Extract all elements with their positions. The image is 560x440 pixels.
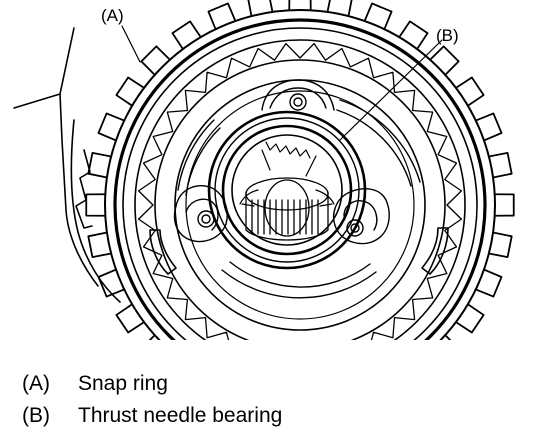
thrust-bearing-race (214, 117, 360, 263)
legend: (A) Snap ring (B) Thrust needle bearing (22, 368, 282, 432)
carrier-slot-left (177, 119, 215, 191)
planet-pin-right (332, 188, 390, 245)
drum-outer-ring (104, 9, 496, 340)
snap-ring (113, 18, 487, 340)
carrier-slot-bottom (221, 269, 377, 299)
sun-gear-teeth (239, 141, 335, 207)
clutch-drum-diagram: (A) (B) (13, 0, 515, 340)
clutch-plate-outer (134, 39, 466, 340)
carrier-slot-bottom-inner (229, 261, 371, 288)
legend-item: (A) Snap ring (22, 368, 282, 400)
thrust-bearing-inner (221, 124, 353, 256)
planet-plate-left (149, 229, 177, 275)
clutch-plate-inner (154, 59, 446, 340)
planet-pin-top (261, 79, 335, 111)
legend-text: Snap ring (78, 372, 168, 395)
carrier-slot-right-inner (336, 109, 412, 187)
carrier-slot-left-inner (185, 127, 221, 196)
carrier-inner-ring (185, 90, 415, 320)
adjacent-housing (13, 27, 121, 303)
callout-a: (A) (101, 6, 124, 25)
thrust-bearing-outer (207, 110, 367, 270)
legend-key: (B) (22, 404, 50, 427)
planet-plate-right (421, 227, 449, 275)
legend-key: (A) (22, 372, 50, 395)
callout-b: (B) (436, 26, 459, 45)
leader-line-b (339, 39, 443, 141)
input-shaft (245, 177, 329, 241)
drum-inner-ring (122, 27, 478, 340)
hub-bore (231, 134, 343, 246)
carrier-slot-right (339, 99, 421, 183)
leader-line-a (121, 25, 141, 63)
drum-outer-teeth (85, 0, 515, 340)
clutch-plate-teeth (137, 42, 463, 340)
legend-item: (B) Thrust needle bearing (22, 400, 282, 432)
legend-text: Thrust needle bearing (78, 404, 283, 427)
